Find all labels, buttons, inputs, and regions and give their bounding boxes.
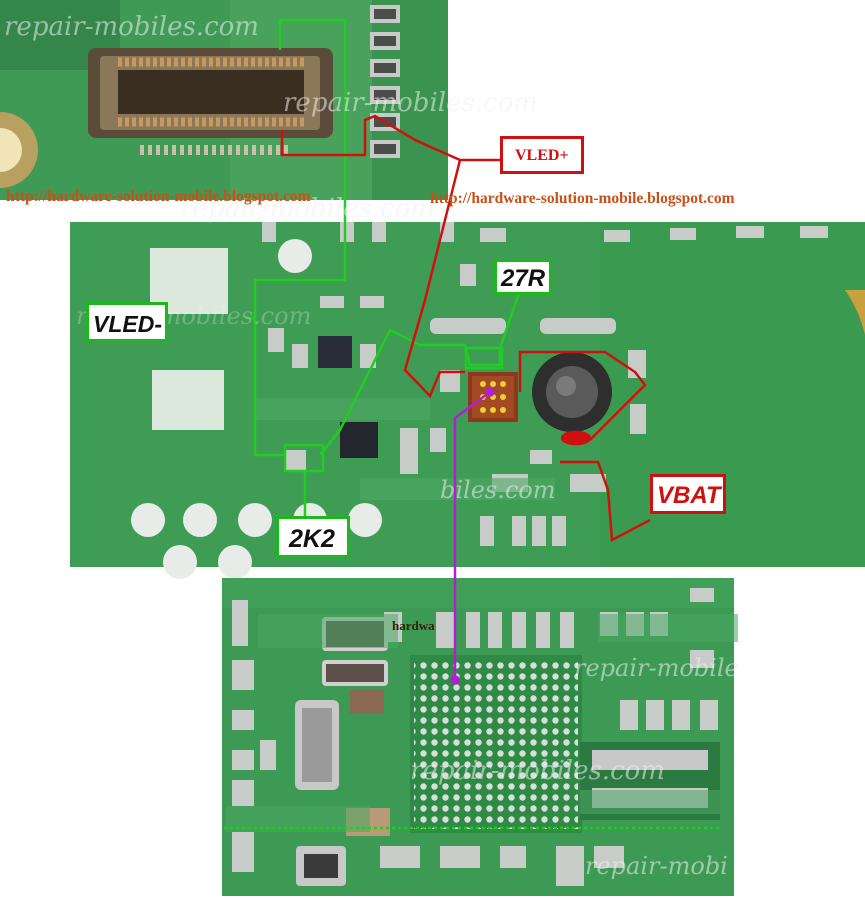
led-driver-ic-icon [468,372,518,422]
inductor-icon [532,352,612,432]
r27-label: 27R [494,259,552,295]
hardwa-text: hardwa [392,618,435,633]
watermark-text: repair-mobiles.com [4,12,259,42]
vled-plus-trace [280,114,500,162]
watermark-text: repair-mobiles.com [180,194,435,224]
vbat-trace [560,460,651,542]
top-board-photo [0,0,448,200]
watermark-text: repair-mobile [574,654,739,682]
resistor-27r-highlight [464,346,504,370]
watermark-text: repair-mobiles.com [410,756,665,786]
green-trace-group [224,18,720,830]
red-trace-group [280,114,651,542]
purple-trace-group [450,387,495,685]
green-loop-trace [319,328,502,456]
vled-plus-label: VLED+ [500,136,584,174]
ic-to-bga-trace [453,390,491,680]
vbat-pad-highlight [560,430,592,446]
watermark-text: repair-mobi [585,852,728,880]
middle-board-photo [70,222,865,579]
vled-minus-label: VLED- [86,302,168,342]
vled-minus-trace [253,18,347,457]
watermark-text: biles.com [440,476,556,504]
inductor-loop-trace [518,350,647,441]
watermark-text: repair-mobiles.com [283,88,538,118]
bga-ball-grid-icon [414,659,578,829]
vbat-label: VBAT [650,474,726,514]
blog-url-left: http://hardware-solution-mobile.blogspot… [6,188,311,205]
blog-url-right: http://hardware-solution-mobile.blogspot… [430,190,735,207]
flex-connector-icon [88,48,333,155]
r27-pointer [498,289,522,349]
bottom-board-photo [222,578,738,896]
r2k2-label: 2K2 [276,516,350,558]
vled-plus-trace-down [403,159,465,399]
